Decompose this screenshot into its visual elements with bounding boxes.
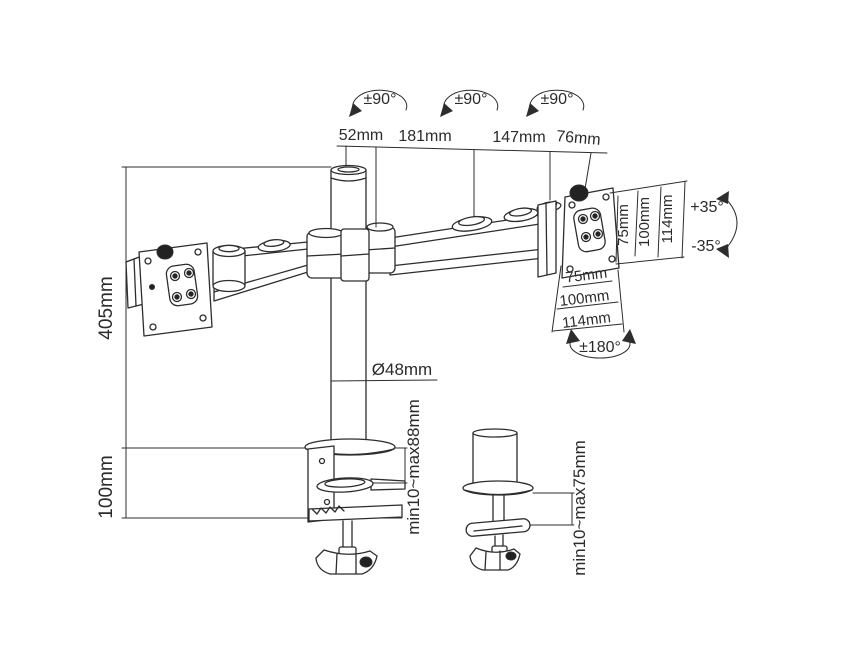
grommet-desk-disc <box>462 480 534 496</box>
left-vesa-plate <box>138 242 213 337</box>
right-arm-joint-1 <box>451 215 493 232</box>
grommet-mount <box>462 428 534 571</box>
dim-label-vesa-h-114: 114mm <box>561 309 612 332</box>
dim-label-vesa-v-114: 114mm <box>659 195 676 244</box>
dim-label-arm-segment-2: 147mm <box>492 129 545 146</box>
dim-label-vesa-h-75: 75mm <box>565 265 608 287</box>
dim-label-tilt-down: -35° <box>691 238 721 255</box>
left-arm-joint-1 <box>212 244 246 293</box>
top-dimension-chain: 52mm 181mm 147mm 76mm <box>336 127 608 228</box>
pole <box>330 164 367 448</box>
dim-label-arm-offset: 52mm <box>339 127 383 144</box>
dim-label-clamp-height: 100mm <box>96 455 117 518</box>
clamp-lever <box>316 477 374 493</box>
dim-label-arm-segment-1: 181mm <box>398 128 451 145</box>
swivel-badge-3: ±90° <box>526 89 585 117</box>
pole-diameter-dimension: Ø48mm <box>330 360 438 382</box>
swivel-badge-1: ±90° <box>349 89 408 117</box>
tilt-dimension: +35° -35° <box>690 191 738 258</box>
grommet-pole-section <box>472 428 518 438</box>
dim-label-grommet-range: min10~max75mm <box>570 440 589 576</box>
clamp-foot-knob <box>315 549 378 575</box>
top-dimension-line <box>336 145 608 154</box>
right-vesa-plate <box>561 184 620 279</box>
grommet-range-dimension: min10~max75mm <box>529 440 589 576</box>
dimensions: 52mm 181mm 147mm 76mm ±90° ±90° ±90° 405… <box>96 89 738 576</box>
right-arm-joint-2 <box>503 207 539 223</box>
dim-label-pole-height: 405mm <box>96 276 117 339</box>
dim-label-vesa-h-100: 100mm <box>559 287 611 310</box>
right-arm <box>389 200 562 278</box>
clamp-range-dimension: min10~max88mm <box>372 399 423 535</box>
dim-label-clamp-range: min10~max88mm <box>404 399 423 535</box>
dim-label-vesa-v-100: 100mm <box>636 197 653 247</box>
clamp-upper-jaw <box>370 478 406 491</box>
dim-label-tilt-up: +35° <box>690 199 724 216</box>
vesa-horizontal-dimensions: 75mm 100mm 114mm <box>551 265 625 333</box>
right-plate-knob <box>569 184 589 202</box>
grommet-bar <box>465 518 531 537</box>
dim-label-arm-end: 76mm <box>556 128 602 149</box>
vesa-vertical-dimensions: 75mm 100mm 114mm <box>609 180 688 265</box>
dim-label-pole-diameter: Ø48mm <box>372 360 432 379</box>
swivel-badge-3-label: ±90° <box>541 91 574 108</box>
left-height-dimensions: 405mm 100mm <box>96 166 332 519</box>
hinge-bolt <box>149 284 155 290</box>
left-arm-joint-2 <box>257 239 291 253</box>
swivel-badge-2-label: ±90° <box>455 91 488 108</box>
left-plate-knob <box>156 244 174 260</box>
center-hub <box>306 222 396 282</box>
dim-label-vesa-v-75: 75mm <box>615 204 632 246</box>
desk-clamp <box>304 438 406 575</box>
dim-label-rotation-180: ±180° <box>579 339 621 356</box>
swivel-badge-2: ±90° <box>440 89 499 117</box>
rotation-badge-180: ±180° <box>566 329 636 359</box>
swivel-badge-1-label: ±90° <box>364 91 397 108</box>
